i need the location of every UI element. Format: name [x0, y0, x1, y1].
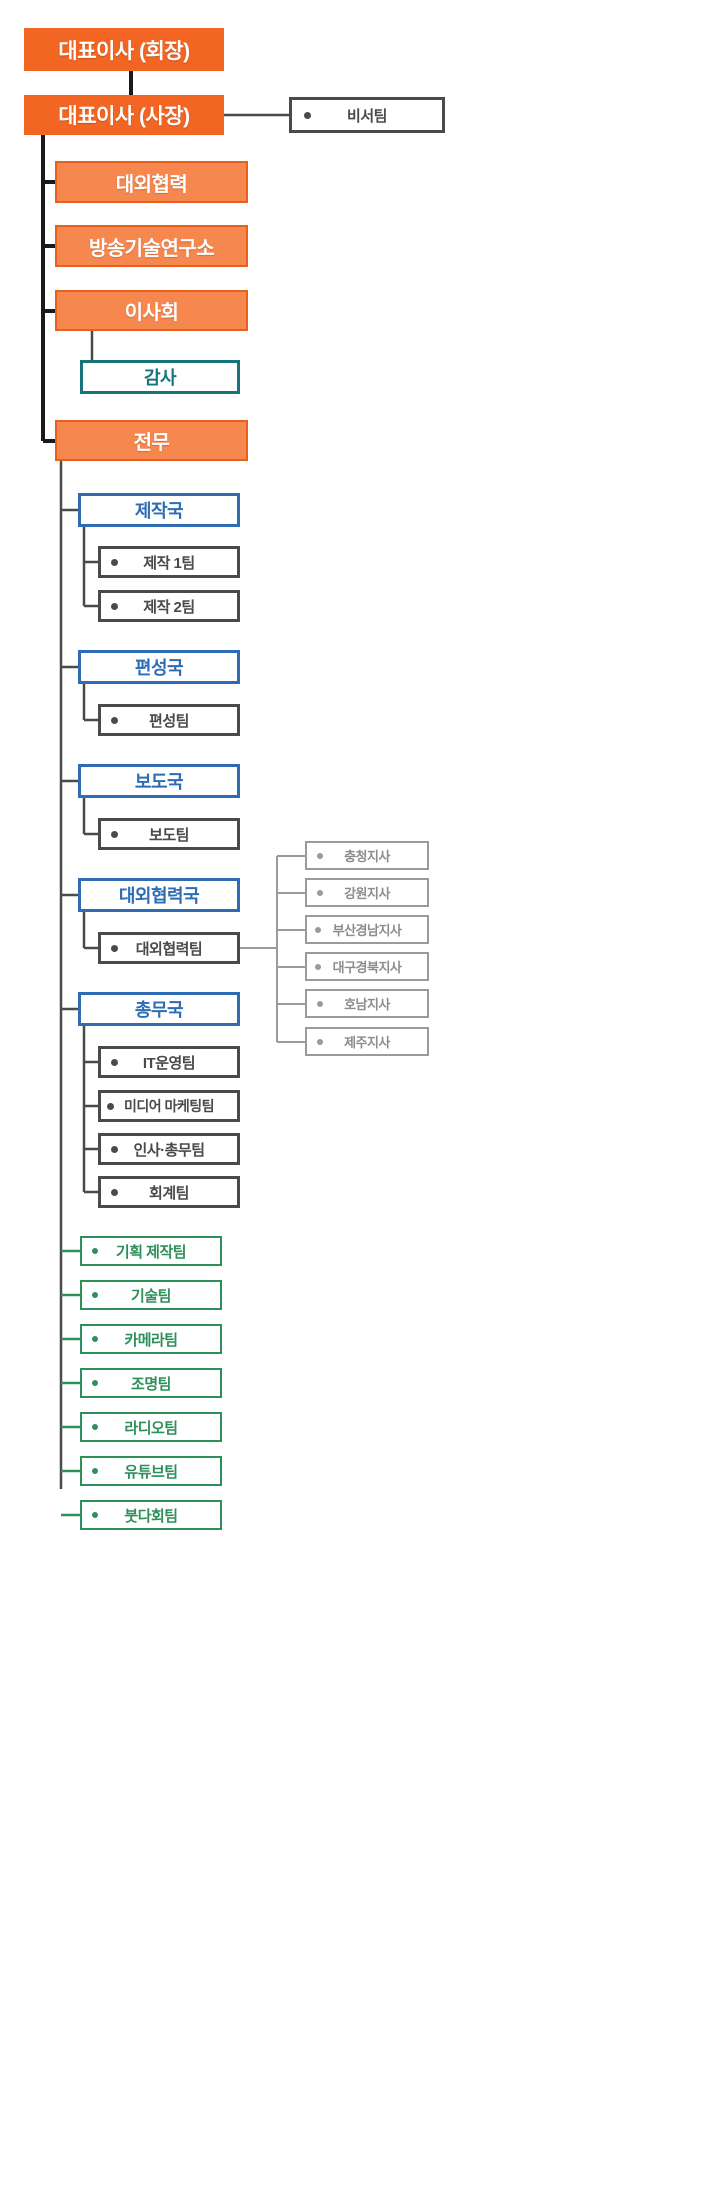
bullet-icon	[111, 944, 118, 952]
node-team-radio[interactable]: 라디오팀	[80, 1412, 222, 1442]
node-team-youtube[interactable]: 유튜브팀	[80, 1456, 222, 1486]
node-label: 부산경남지사	[332, 923, 402, 938]
node-branch-gangwon[interactable]: 강원지사	[305, 878, 429, 907]
bullet-icon	[92, 1248, 98, 1254]
node-team-technology[interactable]: 기술팀	[80, 1280, 222, 1310]
node-label: IT운영팀	[142, 1054, 196, 1072]
node-team-hr-general-affairs[interactable]: 인사·총무팀	[98, 1133, 240, 1165]
bullet-icon	[111, 716, 118, 724]
node-label: 카메라팀	[124, 1331, 178, 1349]
node-label: 미디어 마케팅팀	[123, 1098, 215, 1114]
node-bureau-general-affairs[interactable]: 총무국	[78, 992, 240, 1026]
node-label: 총무국	[134, 1000, 184, 1020]
node-branch-chungcheong[interactable]: 충청지사	[305, 841, 429, 870]
node-label: 제작 2팀	[143, 598, 195, 616]
node-label: 편성국	[134, 658, 184, 678]
node-ceo-chairman[interactable]: 대표이사 (회장)	[24, 28, 224, 71]
node-external-affairs[interactable]: 대외협력	[55, 161, 248, 203]
node-branch-busan-gyeongnam[interactable]: 부산경남지사	[305, 915, 429, 944]
node-label: 인사·총무팀	[133, 1141, 206, 1159]
node-label: 보도국	[134, 772, 184, 792]
node-ceo-president[interactable]: 대표이사 (사장)	[24, 95, 224, 135]
node-label: 강원지사	[344, 886, 390, 901]
bullet-icon	[111, 1188, 118, 1196]
node-team-planning-production[interactable]: 기획 제작팀	[80, 1236, 222, 1266]
bullet-icon	[107, 1102, 114, 1110]
bullet-icon	[111, 1058, 118, 1066]
node-label: 제주지사	[344, 1035, 390, 1050]
node-team-accounting[interactable]: 회계팀	[98, 1176, 240, 1208]
bullet-icon	[317, 1000, 323, 1007]
bullet-icon	[111, 1145, 118, 1153]
bullet-icon	[111, 830, 118, 838]
bullet-icon	[92, 1424, 98, 1430]
node-team-production-2[interactable]: 제작 2팀	[98, 590, 240, 622]
node-label: 대표이사 (사장)	[58, 105, 190, 128]
bullet-icon	[304, 111, 311, 119]
node-label: 대외협력팀	[135, 940, 203, 958]
node-bureau-news[interactable]: 보도국	[78, 764, 240, 798]
node-label: 대구경북지사	[332, 960, 402, 975]
node-team-camera[interactable]: 카메라팀	[80, 1324, 222, 1354]
bullet-icon	[92, 1468, 98, 1474]
node-label: 감사	[143, 368, 177, 388]
bullet-icon	[315, 963, 321, 970]
node-audit[interactable]: 감사	[80, 360, 240, 394]
node-label: 비서팀	[347, 107, 387, 125]
bullet-icon	[92, 1380, 98, 1386]
node-managing-director[interactable]: 전무	[55, 420, 248, 461]
bullet-icon	[111, 558, 118, 566]
node-broadcast-tech-institute[interactable]: 방송기술연구소	[55, 225, 248, 267]
node-label: 대표이사 (회장)	[58, 39, 190, 63]
node-label: 기획 제작팀	[115, 1243, 187, 1261]
node-label: 라디오팀	[124, 1419, 178, 1437]
node-label: 기술팀	[131, 1287, 171, 1305]
node-branch-daegu-gyeongbuk[interactable]: 대구경북지사	[305, 952, 429, 981]
node-team-news[interactable]: 보도팀	[98, 818, 240, 850]
node-bureau-programming[interactable]: 편성국	[78, 650, 240, 684]
node-bureau-production[interactable]: 제작국	[78, 493, 240, 527]
node-team-lighting[interactable]: 조명팀	[80, 1368, 222, 1398]
bullet-icon	[92, 1336, 98, 1342]
bullet-icon	[111, 602, 118, 610]
node-label: 이사회	[124, 302, 179, 324]
node-label: 조명팀	[131, 1375, 171, 1393]
node-label: 붓다회팀	[124, 1507, 178, 1525]
node-label: 방송기술연구소	[88, 237, 215, 260]
node-team-production-1[interactable]: 제작 1팀	[98, 546, 240, 578]
node-label: 호남지사	[344, 997, 390, 1012]
bullet-icon	[317, 852, 323, 859]
node-secretary-team[interactable]: 비서팀	[289, 97, 445, 133]
node-team-external-affairs[interactable]: 대외협력팀	[98, 932, 240, 964]
bullet-icon	[317, 889, 323, 896]
node-board-of-directors[interactable]: 이사회	[55, 290, 248, 331]
node-label: 편성팀	[149, 712, 189, 730]
bullet-icon	[92, 1512, 98, 1518]
node-label: 회계팀	[149, 1184, 189, 1202]
node-label: 제작 1팀	[143, 554, 195, 572]
node-label: 유튜브팀	[124, 1463, 178, 1481]
node-label: 보도팀	[149, 826, 189, 844]
node-team-media-marketing[interactable]: 미디어 마케팅팀	[98, 1090, 240, 1122]
bullet-icon	[315, 926, 321, 933]
node-team-programming[interactable]: 편성팀	[98, 704, 240, 736]
node-label: 대외협력국	[118, 886, 200, 906]
node-label: 충청지사	[344, 849, 390, 864]
node-team-it-operations[interactable]: IT운영팀	[98, 1046, 240, 1078]
node-bureau-external-affairs[interactable]: 대외협력국	[78, 878, 240, 912]
node-label: 제작국	[134, 501, 184, 521]
node-branch-honam[interactable]: 호남지사	[305, 989, 429, 1018]
bullet-icon	[317, 1038, 323, 1045]
bullet-icon	[92, 1292, 98, 1298]
node-label: 대외협력	[115, 173, 188, 196]
node-label: 전무	[133, 432, 170, 454]
node-team-buddha-association[interactable]: 붓다회팀	[80, 1500, 222, 1530]
node-branch-jeju[interactable]: 제주지사	[305, 1027, 429, 1056]
